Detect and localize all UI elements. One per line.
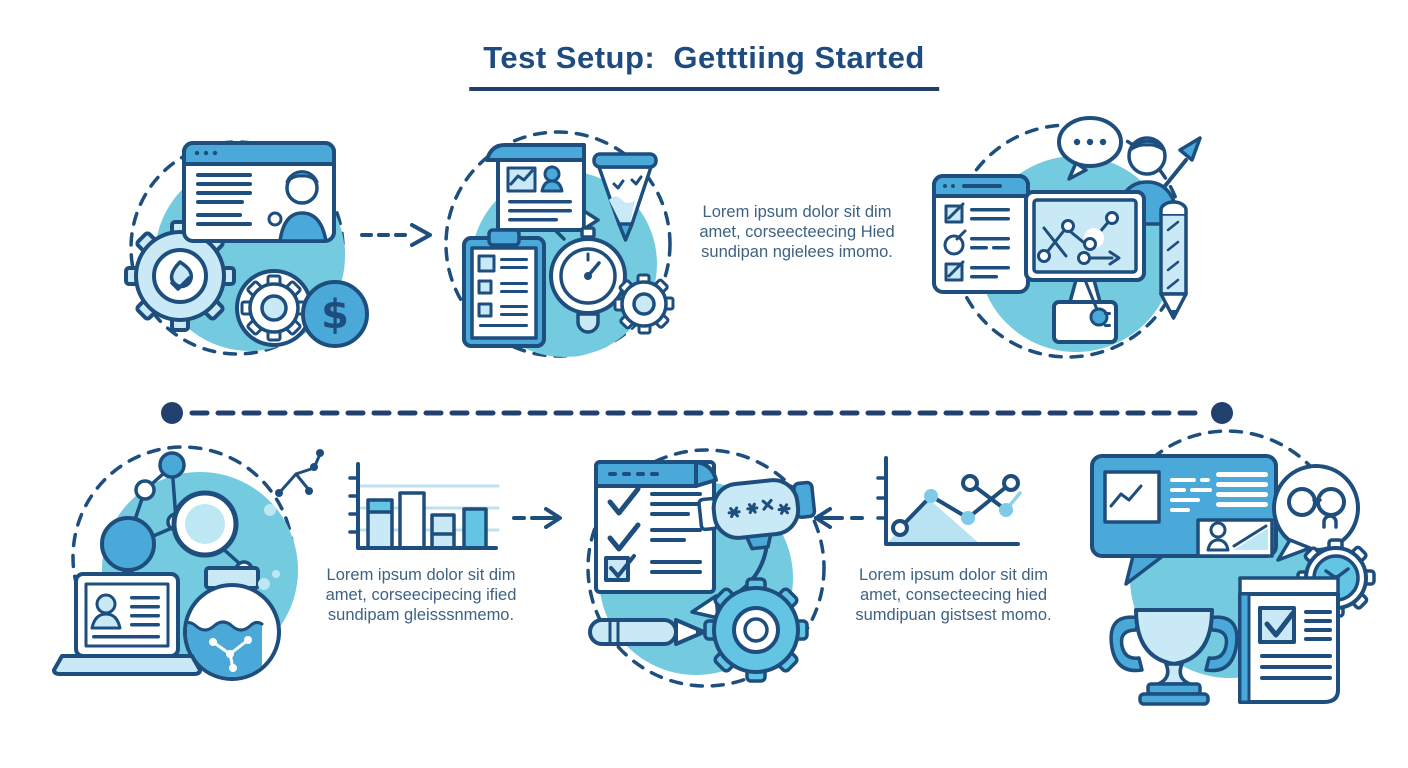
dashed-arrow-right-icon [360,223,432,247]
note-line: sumdipuan gistsest momo. [855,605,1052,624]
pencil-icon [1159,200,1188,320]
document-page-icon [485,143,600,232]
checklist-document-icon [1238,576,1340,704]
step4-illustration [52,445,324,681]
small-gear-icon [235,269,313,347]
step1-illustration: $ [124,140,369,356]
trophy-icon [1109,608,1239,706]
pen-icon [588,618,706,646]
dashed-ring [586,448,826,688]
chat-window-icon [1090,454,1278,586]
note-line: Lorem ipsum dolor sit dim [859,566,1048,584]
step2-note: Lorem ipsum dolor sit dim amet, corseect… [692,203,902,262]
step5-note: Lorem ipsum dolor sit dim amet, consecte… [846,566,1061,625]
note-line: Lorem ipsum dolor sit dim [702,203,892,221]
timeline-dot-right [1211,402,1233,424]
arrow-right-icon [512,507,562,529]
note-line: Lorem ipsum dolor sit dim [326,566,516,584]
svg-text:$: $ [321,292,349,338]
cursor-arrow-icon [1163,136,1202,188]
gear-icon [703,577,809,683]
arrow-left-icon [814,507,864,529]
glasses-speech-bubble-icon [1272,464,1360,562]
speech-bubble-icon [1057,116,1123,181]
round-flask-icon [183,566,281,681]
molecule-network-icon [100,449,324,582]
dollar-coin-icon: $ [301,280,369,348]
stopwatch-icon [549,226,627,334]
bar-chart-icon [348,462,500,550]
gear-icon [613,273,675,335]
step4-note: Lorem ipsum dolor sit dim amet, corseeci… [316,566,526,625]
monitor-network-icon [1024,190,1146,344]
timeline-dot-left [161,402,183,424]
note-line: amet, corseecteecing Hied [699,222,895,241]
step6-illustration [1090,429,1376,706]
note-line: amet, corseecipecing ified [325,585,517,604]
laptop-profile-icon [52,572,202,676]
step3-illustration [932,116,1202,359]
gear-icon [124,220,236,332]
step5-illustration [586,448,826,688]
page-title: Test Setup: Getttiing Started [469,40,939,91]
scanner-capsule-icon [697,478,817,551]
note-line: amet, consecteecing hied [859,585,1048,604]
note-line: sundipam gleisssnmemo. [327,605,515,624]
funnel-icon [592,152,658,242]
browser-window-icon [182,141,336,243]
checklist-window-icon [932,174,1030,294]
clipboard-checklist-icon [462,228,546,348]
user-avatar-icon [267,170,328,243]
step2-illustration [444,130,675,358]
line-chart-icon [876,456,1022,546]
notepad-checklist-icon [594,460,718,594]
note-line: sundipan ngielees imomo. [701,242,893,261]
dashed-timeline [161,402,1233,424]
